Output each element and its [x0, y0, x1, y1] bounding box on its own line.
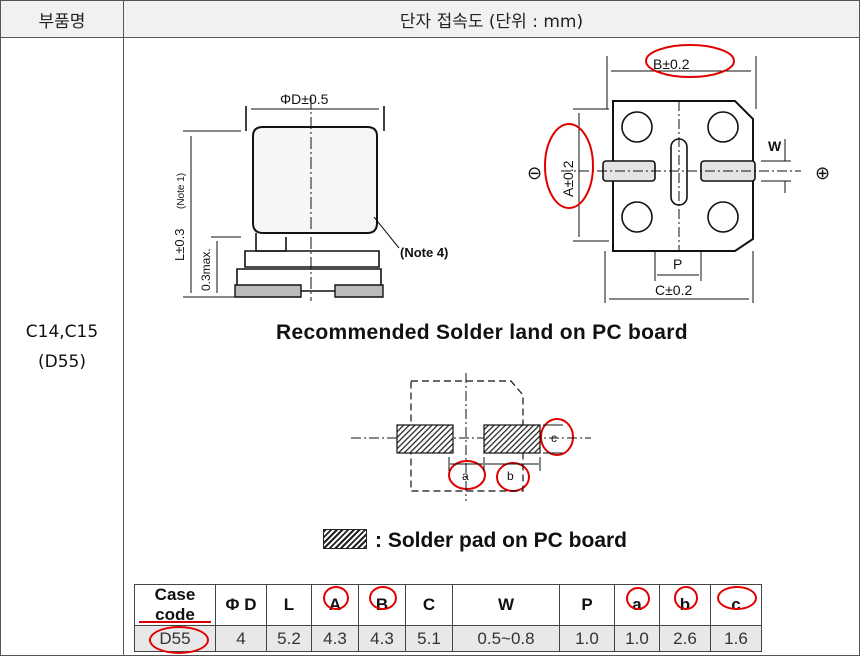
- capacitor-drawing: ΦD±0.5 L±0.3 (Note 1) 0.3max. (Note 4): [172, 44, 830, 501]
- circle-annotation: [369, 586, 397, 610]
- dim-phiD: ΦD±0.5: [280, 91, 329, 107]
- note1: (Note 1): [176, 173, 187, 209]
- drawing-cell: ΦD±0.5 L±0.3 (Note 1) 0.3max. (Note 4): [123, 37, 860, 656]
- header-terminal-title: 단자 접속도 (단위 : mm): [123, 0, 860, 38]
- val-case-code: D55: [134, 625, 216, 654]
- recommended-title: Recommended Solder land on PC board: [276, 321, 688, 344]
- val-P: 1.0: [559, 625, 615, 652]
- val-b: 2.6: [659, 625, 711, 652]
- header-row: 부품명 단자 접속도 (단위 : mm): [0, 0, 860, 38]
- col-L: L: [266, 584, 312, 626]
- col-B: B: [358, 584, 406, 626]
- circle-annotation: [149, 626, 209, 654]
- circle-annotation: [626, 587, 650, 610]
- val-phiD: 4: [215, 625, 267, 652]
- note4: (Note 4): [400, 245, 448, 260]
- col-A: A: [311, 584, 359, 626]
- label-b: b: [507, 469, 514, 483]
- dimension-header-row: Case code Φ D L A B C W P a b c: [134, 584, 762, 626]
- val-C: 5.1: [405, 625, 453, 652]
- col-case-code: Case code: [134, 584, 216, 626]
- part-cell: C14,C15 (D55): [0, 37, 124, 656]
- val-L: 5.2: [266, 625, 312, 652]
- plus-icon: ⊕: [815, 163, 830, 183]
- val-A: 4.3: [311, 625, 359, 652]
- circle-annotation: [323, 586, 349, 610]
- val-c: 1.6: [710, 625, 762, 652]
- top-view: [561, 56, 801, 303]
- red-annotations: [448, 44, 735, 492]
- col-phiD: Φ D: [215, 584, 267, 626]
- col-c: c: [710, 584, 762, 626]
- val-a: 1.0: [614, 625, 660, 652]
- val-W: 0.5~0.8: [452, 625, 560, 652]
- minus-icon: ⊖: [527, 163, 542, 183]
- pad-legend-text: : Solder pad on PC board: [375, 529, 628, 552]
- col-C: C: [405, 584, 453, 626]
- label-c: c: [551, 431, 557, 445]
- dim-03max: 0.3max.: [199, 248, 213, 291]
- dim-P: P: [673, 256, 682, 272]
- col-a: a: [614, 584, 660, 626]
- dim-A: A±0.2: [560, 160, 576, 197]
- dim-B: B±0.2: [653, 56, 690, 72]
- hatch-swatch-icon: [323, 529, 367, 549]
- dimension-value-row: D55 4 5.2 4.3 4.3 5.1 0.5~0.8 1.0 1.0 2.…: [134, 625, 762, 654]
- dim-L: L±0.3: [172, 229, 187, 261]
- circle-annotation: [674, 586, 698, 610]
- part-case: (D55): [38, 351, 86, 372]
- val-B: 4.3: [358, 625, 406, 652]
- part-name: C14,C15: [25, 321, 99, 342]
- col-b: b: [659, 584, 711, 626]
- side-view: [183, 97, 400, 301]
- header-part-name: 부품명: [0, 0, 124, 38]
- col-W: W: [452, 584, 560, 626]
- dim-C: C±0.2: [655, 282, 692, 298]
- col-P: P: [559, 584, 615, 626]
- underline-annotation: [139, 621, 211, 623]
- dimension-table: Case code Φ D L A B C W P a b c D55 4 5.…: [134, 584, 762, 654]
- circle-annotation: [717, 586, 757, 610]
- solder-land: [351, 373, 591, 501]
- dim-W: W: [768, 138, 782, 154]
- label-a: a: [462, 469, 469, 483]
- pad-legend: : Solder pad on PC board: [323, 529, 627, 553]
